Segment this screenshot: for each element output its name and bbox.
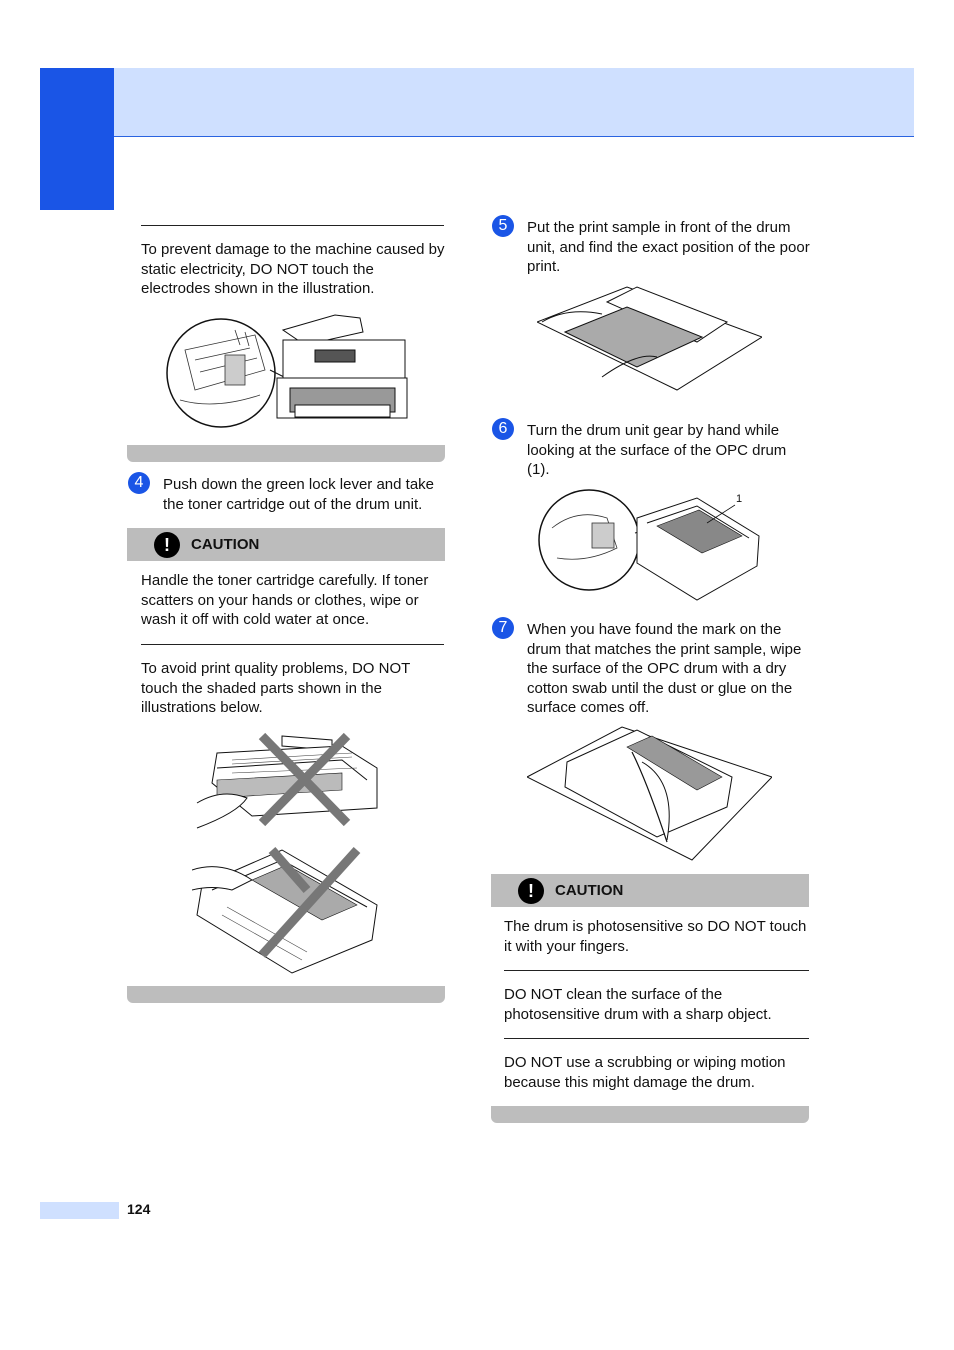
page-number: 124 bbox=[127, 1201, 151, 1217]
step-number-6: 6 bbox=[492, 418, 514, 440]
step-4-text: Push down the green lock lever and take … bbox=[163, 476, 435, 513]
caution-end-bar bbox=[127, 986, 445, 1003]
wipe-drum-illustration bbox=[527, 722, 772, 862]
step-6-text: Turn the drum unit gear by hand while lo… bbox=[527, 422, 787, 478]
footer-bar bbox=[40, 1202, 119, 1219]
step-number-4: 4 bbox=[128, 472, 150, 494]
caution-text-toner: Handle the toner cartridge carefully. If… bbox=[141, 572, 429, 628]
step-7-text: When you have found the mark on the drum… bbox=[527, 621, 802, 716]
caution-label: CAUTION bbox=[555, 882, 624, 899]
step-number-5: 5 bbox=[492, 215, 514, 237]
caution-header: ! CAUTION bbox=[127, 528, 445, 561]
toner-cartridge-illustration bbox=[192, 728, 382, 833]
header-band bbox=[40, 68, 914, 137]
note-static-electricity: To prevent damage to the machine caused … bbox=[141, 241, 445, 297]
divider bbox=[504, 1038, 809, 1039]
drum-callout-label: 1 bbox=[736, 493, 743, 505]
divider bbox=[141, 644, 444, 645]
divider bbox=[141, 225, 444, 226]
caution-text-shaded-parts: To avoid print quality problems, DO NOT … bbox=[141, 660, 410, 716]
drum-gear-illustration bbox=[537, 488, 767, 608]
exclamation-icon: ! bbox=[518, 877, 544, 904]
electrodes-illustration bbox=[165, 310, 410, 435]
caution-item-2: DO NOT clean the surface of the photosen… bbox=[504, 986, 772, 1023]
caution-label: CAUTION bbox=[191, 536, 260, 553]
step-number-7: 7 bbox=[492, 617, 514, 639]
caution-item-3: DO NOT use a scrubbing or wiping motion … bbox=[504, 1054, 786, 1091]
caution-header-drum: ! CAUTION bbox=[491, 874, 809, 907]
chapter-tab bbox=[40, 68, 114, 210]
caution-end-bar bbox=[491, 1106, 809, 1123]
caution-item-1: The drum is photosensitive so DO NOT tou… bbox=[504, 918, 807, 955]
note-end-bar bbox=[127, 445, 445, 462]
drum-unit-illustration bbox=[192, 845, 382, 975]
print-sample-illustration bbox=[537, 282, 762, 392]
step-5-text: Put the print sample in front of the dru… bbox=[527, 219, 810, 275]
divider bbox=[504, 970, 809, 971]
exclamation-icon: ! bbox=[154, 531, 180, 558]
